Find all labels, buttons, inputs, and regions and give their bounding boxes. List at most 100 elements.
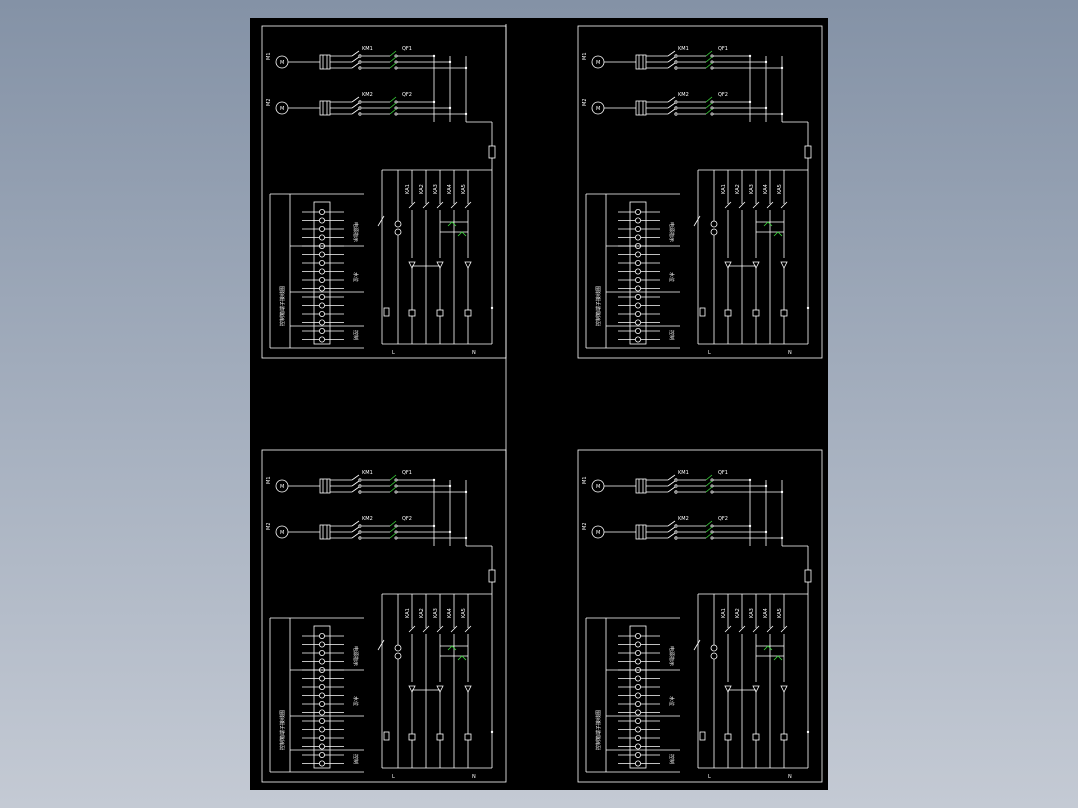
breaker-terminal — [710, 60, 714, 64]
neutral-label: N — [788, 774, 792, 780]
terminal — [319, 683, 326, 690]
legend-label-level: 水位 — [668, 272, 675, 282]
diode — [436, 261, 444, 269]
breaker-contact — [705, 520, 713, 527]
breaker-label: QF1 — [402, 46, 412, 52]
line-label: L — [708, 774, 711, 780]
breaker-contact — [705, 526, 713, 533]
terminal — [319, 760, 326, 767]
terminal — [319, 632, 326, 639]
relay-label: KA4 — [447, 184, 453, 194]
contact-terminal — [358, 112, 362, 116]
legend-label-control: 控制 — [668, 754, 675, 764]
motor-glyph: M — [596, 60, 600, 66]
breaker-terminal — [710, 490, 714, 494]
transformer-coil — [394, 644, 402, 652]
float-switch — [763, 645, 783, 661]
contactor-contact — [667, 526, 676, 533]
contact-terminal — [358, 530, 362, 534]
junction-dot — [432, 54, 436, 58]
contactor-contact — [351, 486, 360, 493]
terminal — [635, 658, 642, 665]
relay-coil — [408, 733, 416, 741]
control-fuse — [804, 569, 812, 583]
terminal — [635, 259, 642, 266]
legend-label-control: 控制 — [668, 330, 675, 340]
relay-contact — [738, 201, 746, 209]
contactor-contact — [351, 96, 360, 103]
terminal — [635, 734, 642, 741]
terminal — [635, 234, 642, 241]
diode — [752, 685, 760, 693]
legend-label-level: 水位 — [668, 696, 675, 706]
relay-contact — [780, 625, 788, 633]
transformer-coil — [710, 220, 718, 228]
terminal — [635, 649, 642, 656]
motor-label: M2 — [582, 99, 588, 107]
transformer-coil — [394, 652, 402, 660]
neutral-label: N — [472, 774, 476, 780]
control-fuse — [804, 145, 812, 159]
breaker-terminal — [394, 536, 398, 540]
breaker-terminal — [394, 112, 398, 116]
terminal — [635, 319, 642, 326]
contact-terminal — [358, 100, 362, 104]
relay-label: KA3 — [433, 608, 439, 618]
contactor-contact — [351, 50, 360, 57]
relay-contact — [766, 201, 774, 209]
terminal — [319, 285, 326, 292]
line-label: L — [392, 350, 395, 356]
relay-coil — [780, 309, 788, 317]
terminal — [319, 336, 326, 343]
terminal — [319, 658, 326, 665]
motor-label: M1 — [582, 477, 588, 485]
breaker-contact — [389, 486, 397, 493]
panel-frame — [261, 449, 507, 783]
breaker-terminal — [394, 60, 398, 64]
breaker-terminal — [394, 524, 398, 528]
relay-coil — [436, 733, 444, 741]
breaker-contact — [389, 480, 397, 487]
breaker-label: QF1 — [718, 470, 728, 476]
contactor-contact — [351, 526, 360, 533]
transformer-coil — [710, 644, 718, 652]
contactor-contact — [351, 532, 360, 539]
relay-coil — [408, 309, 416, 317]
motor-glyph: M — [280, 484, 284, 490]
terminal — [319, 217, 326, 224]
contact-terminal — [674, 60, 678, 64]
indicator-lamp — [383, 731, 390, 741]
terminal — [319, 700, 326, 707]
contactor-contact — [351, 480, 360, 487]
terminal — [635, 726, 642, 733]
terminal — [635, 217, 642, 224]
control-fuse — [488, 569, 496, 583]
breaker-terminal — [710, 54, 714, 58]
neutral-label: N — [472, 350, 476, 356]
transformer-coil — [710, 652, 718, 660]
terminal — [319, 717, 326, 724]
terminal — [319, 225, 326, 232]
breaker-terminal — [394, 54, 398, 58]
contactor-contact — [667, 96, 676, 103]
terminal — [319, 751, 326, 758]
contactor-label: KM2 — [362, 516, 373, 522]
relay-label: KA1 — [721, 184, 727, 194]
contactor-contact — [351, 102, 360, 109]
terminal — [319, 675, 326, 682]
relay-coil — [724, 309, 732, 317]
thermal-relay — [319, 100, 331, 116]
terminal — [635, 268, 642, 275]
selector-switch — [693, 215, 701, 227]
breaker-terminal — [710, 478, 714, 482]
motor-label: M1 — [266, 53, 272, 61]
diode — [780, 261, 788, 269]
relay-label: KA2 — [419, 608, 425, 618]
terminal — [319, 734, 326, 741]
legend-label-power: 电源指示 — [352, 222, 359, 242]
relay-contact — [766, 625, 774, 633]
terminal — [635, 336, 642, 343]
relay-label: KA5 — [777, 608, 783, 618]
breaker-label: QF2 — [718, 516, 728, 522]
neutral-label: N — [788, 350, 792, 356]
